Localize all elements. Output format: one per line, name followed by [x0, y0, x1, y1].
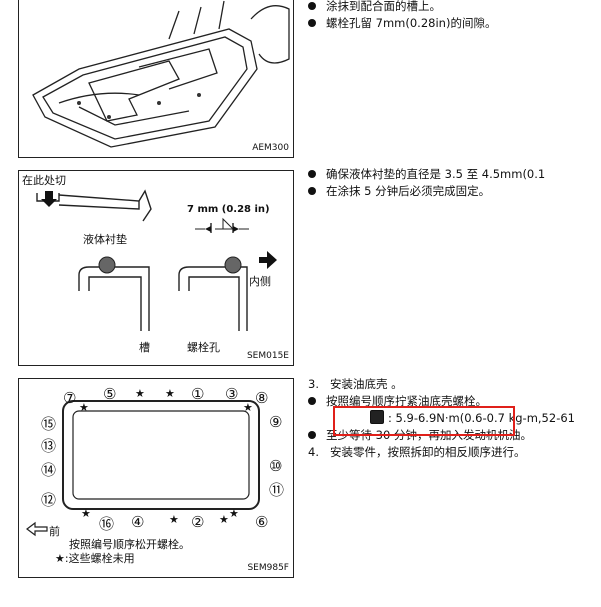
section-sealant-application: 涂抹到配合面的槽上。 螺栓孔留 7mm(0.28in)的间隙。 — [308, 0, 496, 32]
bullet-icon — [308, 187, 316, 195]
unused-bolt-star-icon: ★ — [243, 401, 253, 414]
loosen-caption: 按照编号顺序松开螺栓。 — [69, 538, 190, 551]
bolt-number-8: ⑧ — [255, 389, 269, 407]
bolt-number-11: ⑪ — [269, 481, 285, 499]
front-label: 前 — [49, 525, 60, 538]
groove-label: 槽 — [139, 341, 150, 354]
bolt-number-10: ⑩ — [269, 457, 283, 475]
list-item: 按照编号顺序拧紧油底壳螺栓。 — [308, 393, 575, 410]
bullet-icon — [308, 397, 316, 405]
figure-code: AEM300 — [252, 143, 289, 153]
torque-highlight-box — [333, 406, 515, 436]
step-4: 4.安装零件，按照拆卸的相反顺序进行。 — [308, 445, 526, 459]
bolt-number-5: ⑤ — [103, 385, 117, 403]
list-item: 螺栓孔留 7mm(0.28in)的间隙。 — [308, 15, 496, 32]
bolt-number-14: ⑭ — [41, 461, 57, 479]
liquid-gasket-label: 液体衬垫 — [83, 233, 127, 246]
gasket-cross-section-figure: 在此处切 7 mm (0.28 in) 液体衬垫 内侧 槽 螺栓孔 SEM015… — [18, 170, 294, 366]
bolt-number-13: ⑬ — [41, 437, 57, 455]
unused-bolt-star-icon: ★ — [229, 507, 239, 520]
bolt-number-4: ④ — [131, 513, 145, 531]
list-item: 确保液体衬垫的直径是 3.5 至 4.5mm(0.1 — [308, 166, 545, 183]
inside-label: 内侧 — [249, 275, 271, 288]
gasket-drawing — [36, 189, 277, 331]
bolt-number-6: ⑥ — [255, 513, 269, 531]
bolt-number-2: ② — [191, 513, 205, 531]
unused-bolt-star-icon: ★ — [79, 401, 89, 414]
oil-pan-drawing — [32, 0, 290, 148]
bolt-number-12: ⑫ — [41, 491, 57, 509]
bolt-number-1: ① — [191, 385, 205, 403]
bullet-icon — [308, 431, 316, 439]
unused-bolt-star-icon: ★ — [219, 513, 229, 526]
section-gasket-notes: 确保液体衬垫的直径是 3.5 至 4.5mm(0.1 在涂抹 5 分钟后必须完成… — [308, 166, 545, 200]
list-item: 在涂抹 5 分钟后必须完成固定。 — [308, 183, 545, 200]
bullet-icon — [308, 19, 316, 27]
step-3: 3.安装油底壳 。 — [308, 377, 403, 391]
bolt-number-3: ③ — [225, 385, 239, 403]
unused-bolt-star-icon: ★ — [81, 507, 91, 520]
torque-spec: : 5.9-6.9N·m(0.6-0.7 kg-m,52-61 — [308, 410, 575, 427]
oil-pan-sealant-figure: AEM300 — [18, 0, 294, 158]
unused-bolt-star-icon: ★ — [135, 387, 145, 400]
bolt-number-15: ⑮ — [41, 415, 57, 433]
unused-bolt-star-icon: ★ — [165, 387, 175, 400]
figure-code: SEM985F — [247, 563, 289, 573]
bolt-hole-label: 螺栓孔 — [187, 341, 220, 354]
bolt-number-16: ⑯ — [99, 515, 115, 533]
list-item: 涂抹到配合面的槽上。 — [308, 0, 496, 15]
unused-bolt-star-icon: ★ — [169, 513, 179, 526]
figure-code: SEM015E — [246, 351, 289, 361]
oil-pan-outline — [26, 400, 260, 537]
torque-wrench-icon — [370, 410, 384, 424]
bolt-number-7: ⑦ — [63, 389, 77, 407]
bolt-number-9: ⑨ — [269, 413, 283, 431]
cut-here-label: 在此处切 — [22, 174, 66, 187]
bullet-icon — [308, 170, 316, 178]
gap-dimension-label: 7 mm (0.28 in) — [187, 204, 270, 215]
unused-bolts-caption: ★:这些螺栓未用 — [55, 552, 135, 565]
bullet-icon — [308, 2, 316, 10]
